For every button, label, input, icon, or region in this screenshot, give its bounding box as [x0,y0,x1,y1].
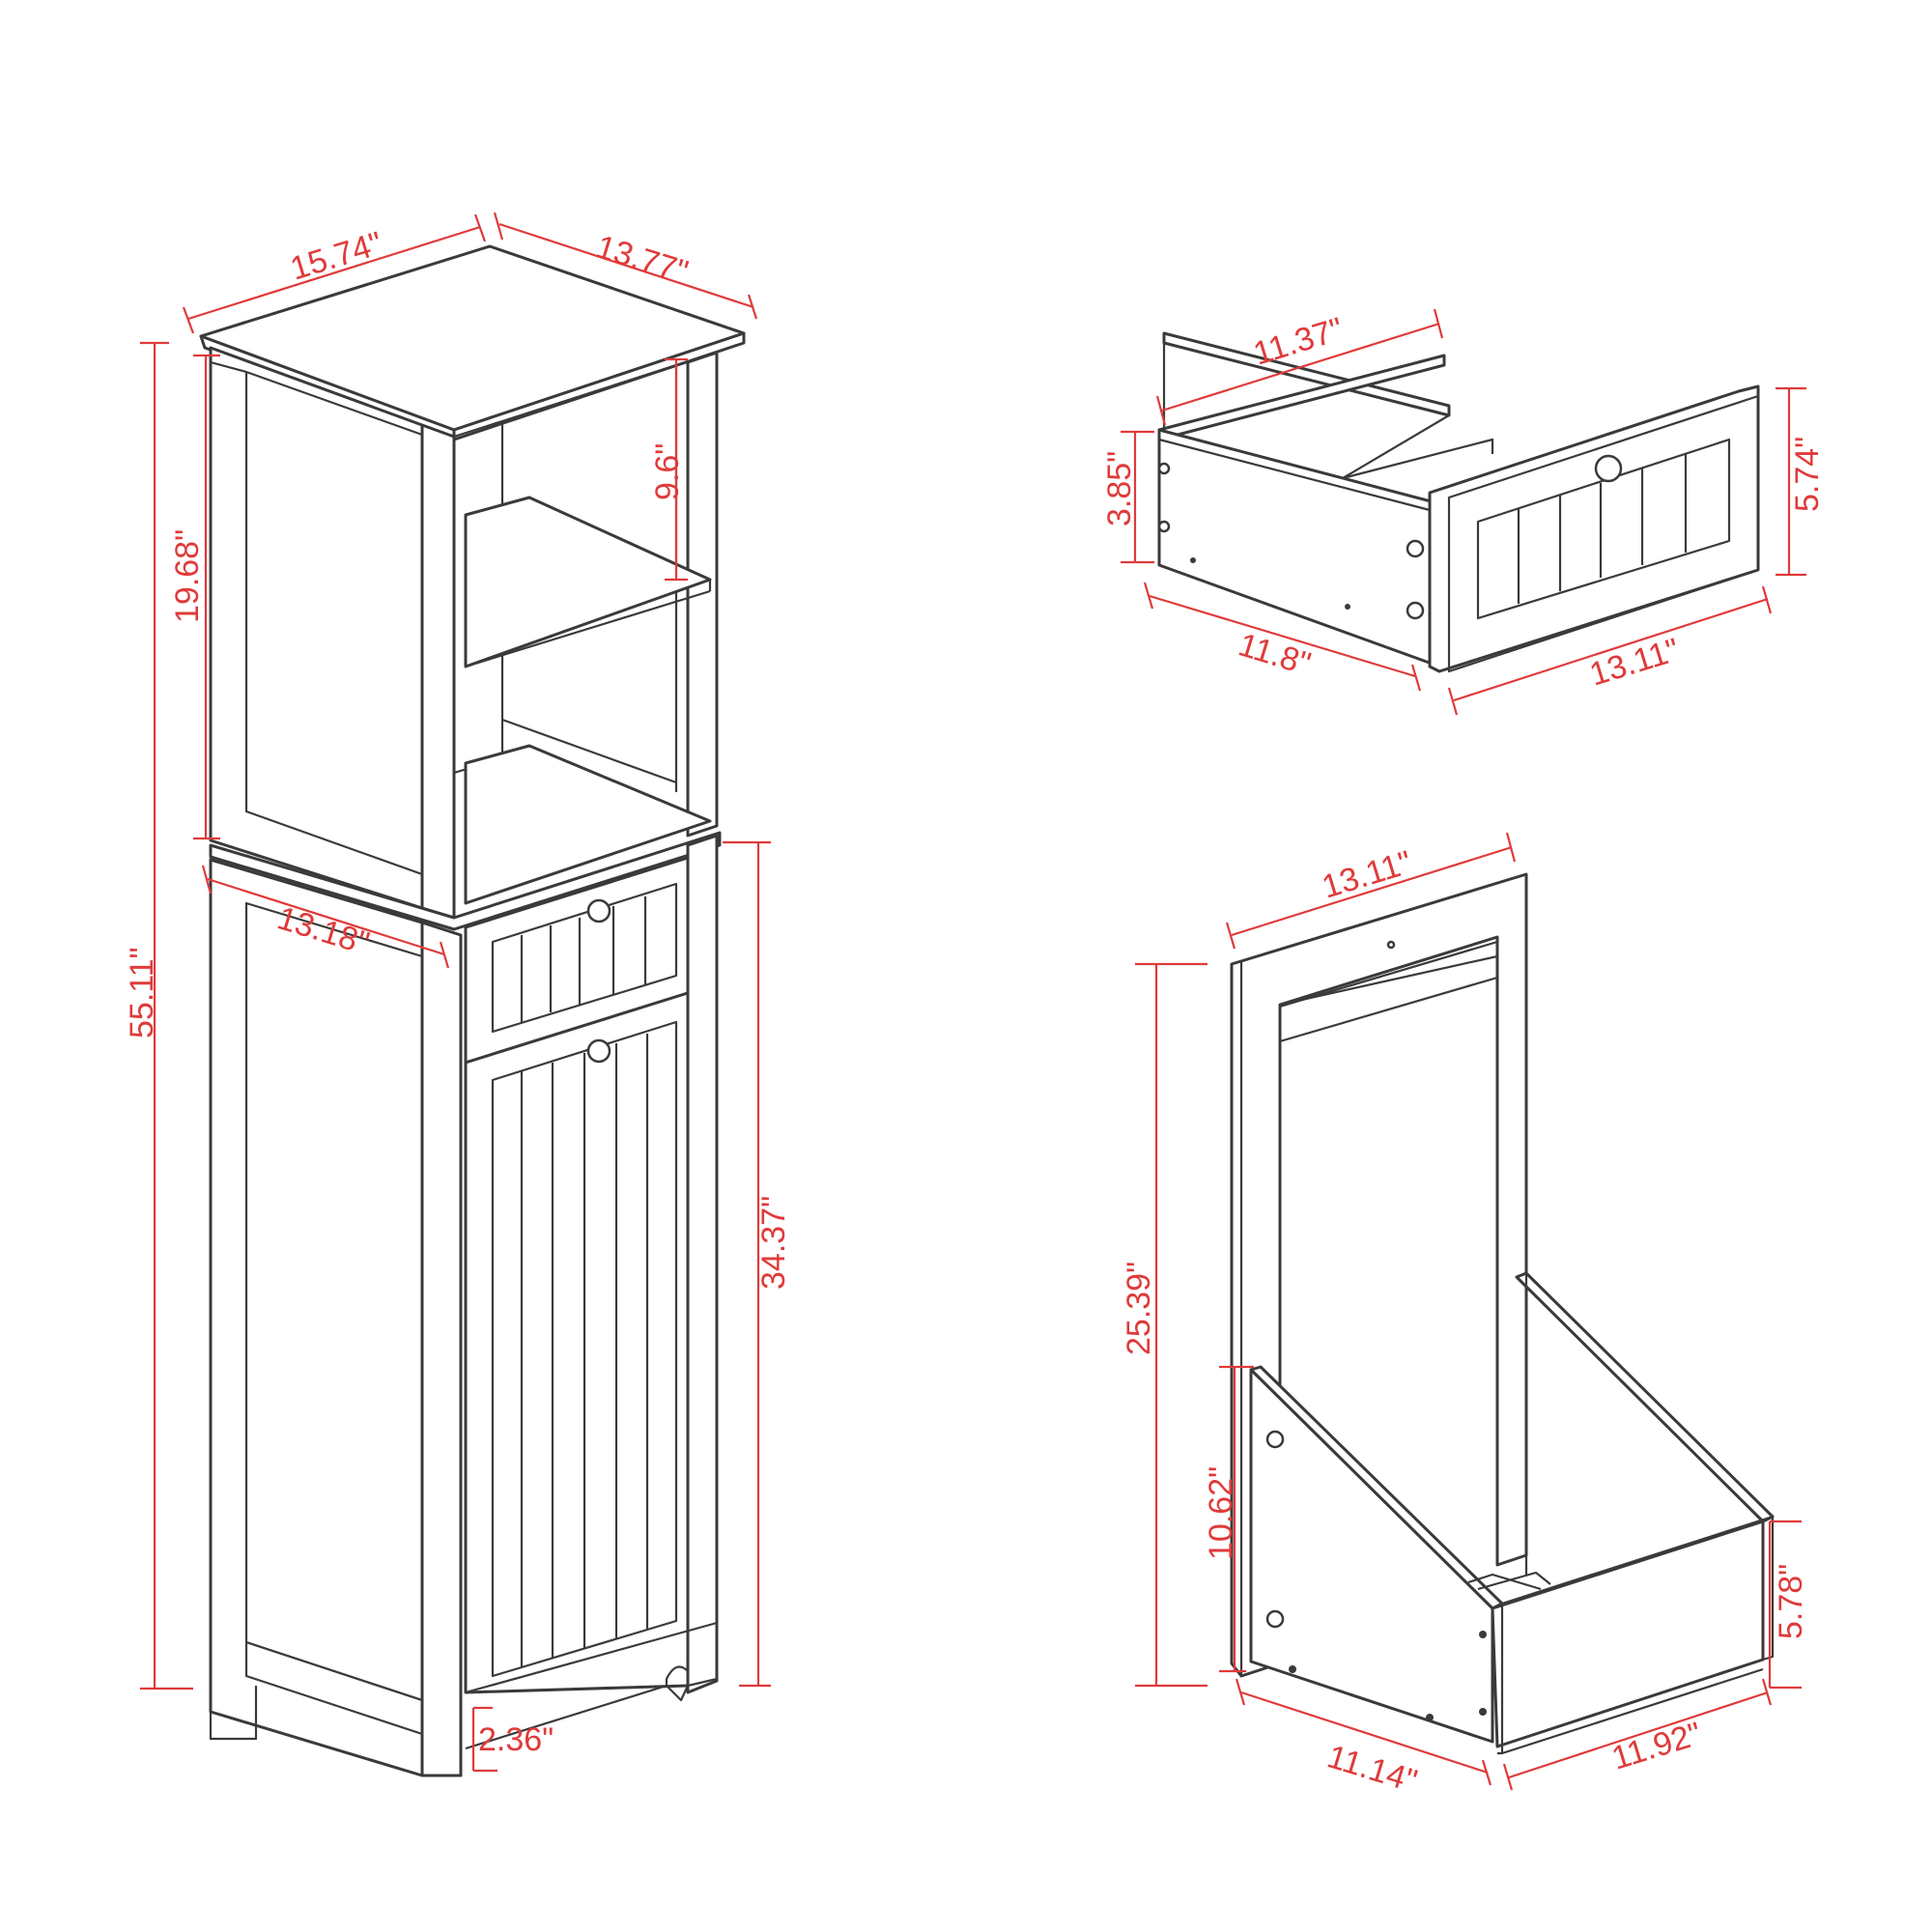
dim-drawer-side-height: 3.85" [1101,451,1138,526]
tall-cabinet-drawing [199,244,746,1777]
drawer-drawing [1157,331,1760,673]
drawer-front-knob [1594,454,1623,483]
door-knob [586,1038,611,1064]
drawer-slats [520,896,647,1022]
lower-left-side [209,858,424,1777]
drawer-front-slats [1517,454,1688,604]
dim-cabinet-top-depth: 13.77" [592,228,693,291]
cabinet-hamper-door [464,991,690,1694]
dim-hamper-depth: 11.14" [1323,1738,1422,1800]
hamper-right-side [1515,1271,1775,1523]
dim-hamper-height: 25.39" [1121,1262,1157,1355]
dim-cabinet-lower-height: 34.37" [755,1196,792,1290]
dim-drawer-width: 11.37" [1249,311,1348,373]
cabinet-base-arch [465,1621,719,1750]
middle-shelf [464,496,712,668]
upper-left-post [420,423,456,920]
lower-shelf-top [464,744,712,905]
dim-cabinet-shelf-gap: 9.6" [649,443,686,500]
dim-hamper-width: 13.11" [1318,844,1416,906]
dim-cabinet-foot-height: 2.36" [478,1721,554,1758]
door-slats [520,1034,649,1666]
dim-drawer-depth: 11.8" [1235,626,1316,682]
upper-left-side [209,346,424,910]
dim-cabinet-top-width: 15.74" [286,225,386,288]
dim-cabinet-total-height: 55.11" [124,947,160,1038]
dim-hamper-front-width: 11.92" [1607,1716,1706,1777]
dim-hamper-side-height: 10.62" [1203,1466,1239,1560]
drawer-knob [586,898,611,923]
dim-drawer-front-width: 13.11" [1585,632,1684,694]
dim-drawer-front-height: 5.74" [1789,437,1826,512]
hamper-drawing [1230,872,1775,1755]
lower-right-front-post [686,834,719,1694]
mid-rail [209,831,722,931]
dim-cabinet-upper-height: 19.68" [169,529,206,623]
lower-left-front-post [420,921,463,1777]
dim-hamper-front-height: 5.78" [1773,1564,1809,1639]
